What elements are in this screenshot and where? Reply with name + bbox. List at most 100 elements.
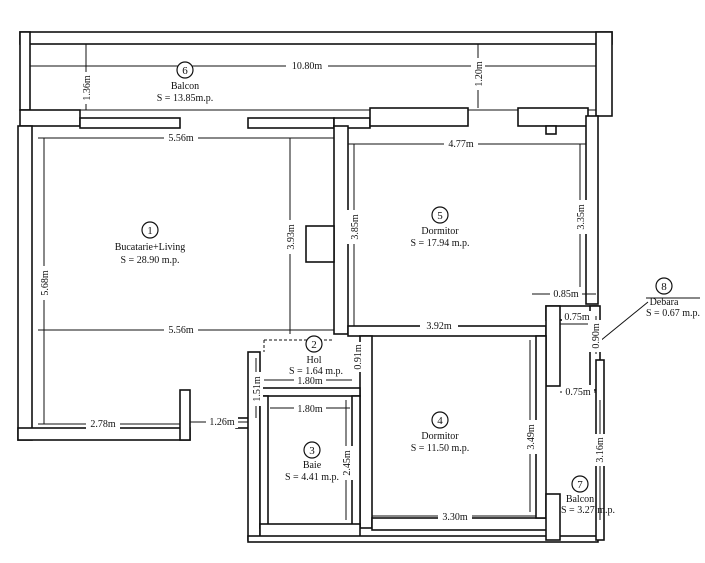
wall-upper-2 (79, 117, 181, 129)
dim-entry: 1.26m (206, 415, 238, 428)
dim-balcony-left: 1.36m (79, 72, 93, 104)
room-label-7: 7 Balcon S = 3.27 m.p. (561, 475, 615, 516)
wall-living-bed5 (333, 125, 349, 335)
svg-text:6: 6 (182, 65, 188, 77)
wall-entry-post (179, 389, 191, 441)
wall-balcony-right (595, 31, 613, 117)
svg-text:Dormitor: Dormitor (421, 431, 459, 442)
svg-text:5.68m: 5.68m (40, 270, 51, 296)
svg-text:2: 2 (311, 339, 317, 351)
dim-living-bottom-left: 2.78m (86, 417, 120, 430)
room-label-5: 5 Dormitor S = 17.94 m.p. (411, 206, 470, 249)
dim-hall-width: 1.80m (294, 374, 326, 387)
svg-text:1.80m: 1.80m (297, 376, 323, 387)
svg-text:0.85m: 0.85m (553, 289, 579, 300)
dim-bath-height: 2.45m (339, 446, 353, 480)
dim-balcony7-height: 3.16m (592, 434, 606, 466)
dim-balcony-width: 10.80m (286, 59, 328, 72)
dim-balcony7-width: 0.75m (562, 385, 594, 398)
svg-text:S = 11.50 m.p.: S = 11.50 m.p. (411, 443, 470, 454)
svg-text:S = 3.27 m.p.: S = 3.27 m.p. (561, 505, 615, 516)
svg-text:1.20m: 1.20m (474, 61, 485, 87)
room-label-6: 6 Balcon S = 13.85m.p. (157, 61, 213, 104)
room-label-4: 4 Dormitor S = 11.50 m.p. (411, 411, 470, 454)
svg-text:0.91m: 0.91m (353, 344, 364, 370)
wall-upper-1 (19, 109, 81, 127)
wall-balcony-top (19, 31, 613, 45)
wall-upper-6 (517, 107, 589, 127)
room-label-2: 2 Hol S = 1.64 m.p. (289, 335, 343, 377)
svg-text:5.56m: 5.56m (168, 325, 194, 336)
wall-right-bed5 (585, 115, 599, 305)
svg-text:Dormitor: Dormitor (421, 226, 459, 237)
svg-text:3.92m: 3.92m (426, 321, 452, 332)
svg-text:0.90m: 0.90m (591, 323, 602, 349)
svg-text:Balcon: Balcon (566, 494, 594, 505)
svg-text:2.78m: 2.78m (90, 419, 116, 430)
dim-bed4-bottom: 3.30m (438, 510, 472, 523)
dim-bed5-right: 3.35m (573, 200, 587, 234)
wall-upper-7 (545, 125, 557, 135)
wall-upper-5 (369, 107, 469, 127)
svg-text:1.36m: 1.36m (82, 75, 93, 101)
dim-hall-height: 1.51m (249, 372, 263, 406)
dim-bath-width: 1.80m (294, 402, 326, 415)
svg-text:3.49m: 3.49m (526, 424, 537, 450)
dim-closet-height: 0.90m (588, 320, 602, 352)
wall-balcony7-post (545, 493, 561, 541)
wall-bath-left (259, 395, 269, 529)
svg-text:5.56m: 5.56m (168, 133, 194, 144)
svg-text:3.93m: 3.93m (286, 224, 297, 250)
svg-text:10.80m: 10.80m (292, 61, 323, 72)
dim-bed5-top: 4.77m (444, 137, 478, 150)
svg-text:S = 17.94 m.p.: S = 17.94 m.p. (411, 238, 470, 249)
dim-living-bottom: 5.56m (164, 323, 198, 336)
dim-living-top: 5.56m (164, 131, 198, 144)
svg-text:S = 13.85m.p.: S = 13.85m.p. (157, 93, 213, 104)
closet-leader (593, 301, 649, 347)
svg-text:Bucatarie+Living: Bucatarie+Living (115, 242, 186, 253)
wall-left (17, 125, 33, 441)
svg-text:3.30m: 3.30m (442, 512, 468, 523)
svg-text:1.80m: 1.80m (297, 404, 323, 415)
room-label-8: 8 Debara S = 0.67 m.p. (646, 277, 700, 319)
svg-text:1.51m: 1.51m (252, 376, 263, 402)
svg-text:1.26m: 1.26m (209, 417, 235, 428)
svg-text:1: 1 (147, 225, 153, 237)
wall-bed4-right (535, 335, 547, 519)
room-label-3: 3 Baie S = 4.41 m.p. (285, 441, 339, 483)
wall-upper-3 (247, 117, 335, 129)
dim-hall-side: 0.91m (350, 342, 364, 372)
svg-text:S = 28.90 m.p.: S = 28.90 m.p. (121, 255, 180, 266)
wall-bath-right (351, 395, 361, 529)
wall-closet-left (545, 305, 561, 387)
room-label-1: 1 Bucatarie+Living S = 28.90 m.p. (115, 221, 186, 266)
svg-text:4: 4 (437, 415, 443, 427)
svg-text:S = 1.64 m.p.: S = 1.64 m.p. (289, 366, 343, 377)
svg-text:0.75m: 0.75m (564, 312, 590, 323)
svg-text:Hol: Hol (307, 355, 322, 366)
dim-balcony-right: 1.20m (471, 58, 485, 90)
svg-text:4.77m: 4.77m (448, 139, 474, 150)
svg-text:5: 5 (437, 210, 443, 222)
wall-pillar (305, 225, 335, 263)
svg-text:3.16m: 3.16m (595, 437, 606, 463)
svg-text:S = 4.41 m.p.: S = 4.41 m.p. (285, 472, 339, 483)
svg-text:3.35m: 3.35m (576, 204, 587, 230)
svg-text:7: 7 (577, 479, 583, 491)
dim-closet-top: 0.85m (550, 287, 582, 300)
svg-text:S = 0.67 m.p.: S = 0.67 m.p. (646, 308, 700, 319)
dim-living-inner: 3.93m (283, 220, 297, 254)
svg-text:3.85m: 3.85m (350, 214, 361, 240)
dim-bed4-height: 3.49m (523, 420, 537, 454)
svg-text:0.75m: 0.75m (565, 387, 591, 398)
svg-text:Balcon: Balcon (171, 81, 199, 92)
svg-text:3: 3 (309, 445, 315, 457)
wall-hall-bottom (259, 387, 361, 397)
svg-text:2.45m: 2.45m (342, 450, 353, 476)
dim-living-height: 5.68m (37, 266, 51, 300)
svg-text:8: 8 (661, 281, 667, 293)
dim-closet-width: 0.75m (562, 311, 592, 323)
wall-balcony-left (19, 31, 31, 111)
